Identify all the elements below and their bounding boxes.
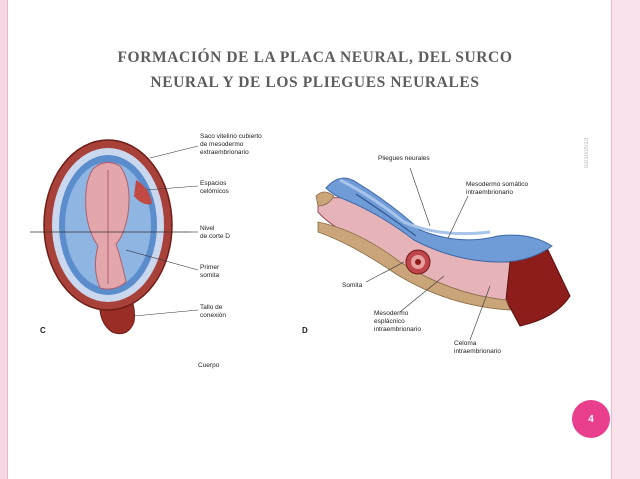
label-splanchnic-mesoderm: Mesodermo esplácnico intraembrionario — [374, 310, 421, 333]
label-section-level: Nivel de corte D — [200, 225, 230, 240]
label-somite: Somita — [342, 282, 363, 289]
label-somatic-mesoderm: Mesodermo somático intraembrionario — [466, 181, 529, 196]
label-body: Cuerpo — [198, 362, 220, 369]
label-intraembryonic-coelom: Celoma intraembrionario — [454, 340, 501, 355]
slide-title: FORMACIÓN DE LA PLACA NEURAL, DEL SURCO … — [40, 45, 590, 95]
label-coelomic-spaces: Espacios celómicos — [200, 180, 229, 195]
page-number-badge: 4 — [572, 400, 610, 438]
label-neural-folds: Pliegues neurales — [378, 155, 430, 162]
panel-letter-c: C — [40, 326, 46, 335]
label-first-somite: Primer somita — [200, 264, 220, 279]
slide-title-line-2: NEURAL Y DE LOS PLIEGUES NEURALES — [150, 74, 480, 91]
figure-d-section — [315, 167, 571, 341]
slide-title-line-1: FORMACIÓN DE LA PLACA NEURAL, DEL SURCO — [117, 49, 513, 66]
slide-left-border — [0, 0, 8, 479]
figure-c-embryo — [30, 139, 199, 335]
panel-letter-d: D — [302, 326, 308, 335]
label-connecting-stalk: Tallo de conexión — [200, 304, 227, 319]
label-yolk-sac: Saco vitelino cubierto de mesodermo extr… — [200, 133, 262, 156]
slide-right-border — [611, 0, 640, 479]
